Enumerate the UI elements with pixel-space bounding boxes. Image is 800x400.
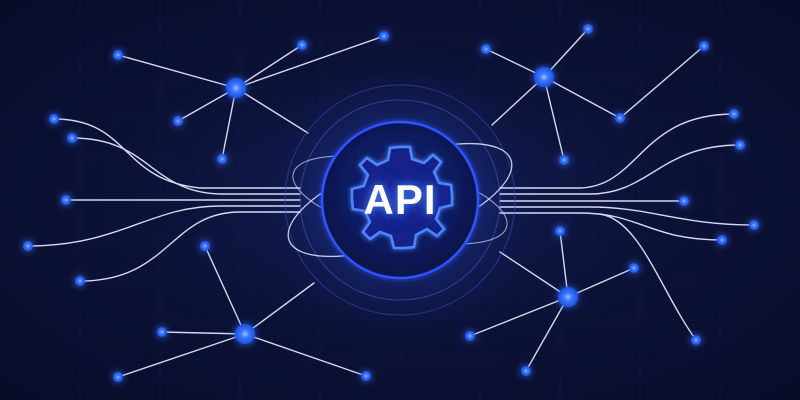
hub-node-bottom-left bbox=[235, 324, 255, 344]
leaf-node bbox=[679, 196, 689, 206]
leaf-node bbox=[61, 195, 71, 205]
link-tr-4 bbox=[543, 76, 565, 161]
bus-right-2 bbox=[499, 144, 741, 195]
leaf-node bbox=[217, 154, 227, 164]
bus-right-5 bbox=[499, 212, 723, 241]
link-tr-6 bbox=[619, 45, 705, 119]
link-bl-4 bbox=[244, 333, 367, 377]
leaf-node bbox=[49, 114, 59, 124]
link-tl-2 bbox=[235, 44, 303, 89]
hub-node-top-right bbox=[534, 67, 554, 87]
link-tl-5 bbox=[221, 87, 237, 160]
link-br-1 bbox=[559, 230, 569, 298]
link-br-4 bbox=[525, 296, 569, 372]
link-br-5 bbox=[499, 251, 569, 298]
leaf-node bbox=[23, 241, 33, 251]
link-tl-1 bbox=[117, 54, 237, 89]
bus-left-4 bbox=[27, 205, 301, 247]
link-tr-1 bbox=[485, 48, 545, 78]
leaf-node bbox=[75, 276, 85, 286]
leaf-node bbox=[67, 133, 77, 143]
link-bl-1 bbox=[204, 245, 246, 335]
leaf-node bbox=[629, 263, 639, 273]
leaf-node bbox=[157, 327, 167, 337]
leaf-node bbox=[699, 41, 709, 51]
link-bl-5 bbox=[244, 282, 315, 335]
leaf-node bbox=[297, 40, 307, 50]
leaf-node bbox=[361, 371, 371, 381]
bus-right-4 bbox=[499, 206, 755, 226]
hub-node-bottom-right bbox=[558, 287, 578, 307]
leaf-node bbox=[717, 235, 727, 245]
link-tl-4 bbox=[177, 87, 237, 122]
leaf-node bbox=[749, 220, 759, 230]
link-tl-3 bbox=[235, 35, 385, 89]
bus-right-1 bbox=[499, 113, 735, 189]
link-tr-5 bbox=[491, 76, 545, 126]
link-br-3 bbox=[469, 296, 569, 337]
link-bl-3 bbox=[117, 333, 246, 378]
leaf-node bbox=[735, 140, 745, 150]
bus-left-1 bbox=[53, 118, 301, 189]
leaf-node bbox=[521, 366, 531, 376]
leaf-node bbox=[200, 241, 210, 251]
link-br-2 bbox=[567, 267, 635, 298]
leaf-node bbox=[465, 331, 475, 341]
leaf-node bbox=[113, 50, 123, 60]
connection-lines bbox=[27, 28, 755, 378]
leaf-node bbox=[691, 335, 701, 345]
link-tl-6 bbox=[235, 87, 309, 134]
leaf-node bbox=[379, 31, 389, 41]
leaf-node bbox=[729, 109, 739, 119]
bus-left-2 bbox=[71, 137, 301, 195]
hub-node-top-left bbox=[226, 78, 246, 98]
link-tr-3 bbox=[543, 76, 621, 119]
leaf-node bbox=[481, 44, 491, 54]
leaf-node bbox=[559, 155, 569, 165]
link-tr-2 bbox=[543, 28, 589, 78]
gear-icon bbox=[350, 145, 454, 250]
leaf-node bbox=[113, 372, 123, 382]
leaf-node bbox=[583, 24, 593, 34]
link-bl-2 bbox=[161, 331, 246, 335]
leaf-node bbox=[555, 226, 565, 236]
nodes bbox=[23, 24, 759, 382]
bus-right-6 bbox=[599, 213, 697, 341]
leaf-node bbox=[615, 113, 625, 123]
bus-left-5 bbox=[79, 211, 301, 282]
leaf-node bbox=[173, 116, 183, 126]
